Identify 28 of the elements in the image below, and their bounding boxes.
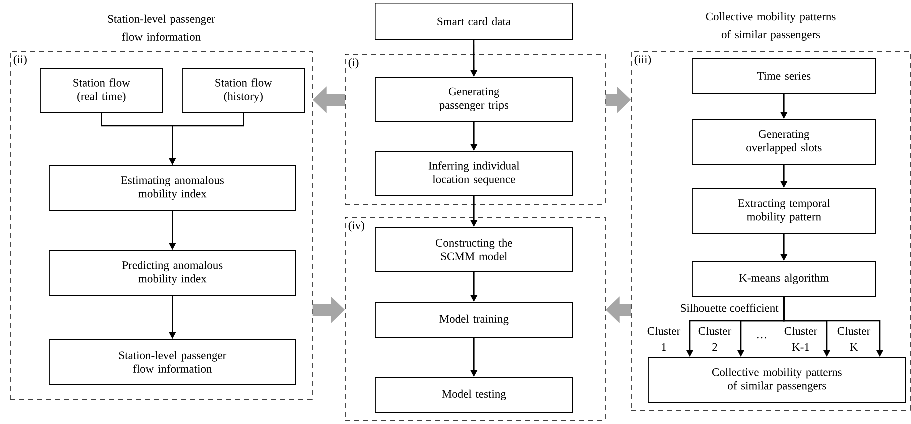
process-box: K-means algorithm: [692, 261, 876, 298]
process-box: Constructing the SCMM model: [375, 227, 574, 272]
edge-label: Cluster 1: [648, 327, 681, 351]
process-box: Generating passenger trips: [375, 77, 574, 122]
panel-heading: Station-level passenger flow information: [108, 14, 216, 41]
process-box: Model testing: [375, 377, 574, 414]
process-box: Smart card data: [375, 3, 573, 40]
process-box: Station-level passenger flow information: [49, 339, 296, 386]
panel-heading: Collective mobility patterns of similar passengers: [706, 12, 836, 41]
panel-tag: (iii): [634, 55, 652, 66]
process-box: Model training: [375, 302, 574, 338]
panel-tag: (i): [348, 58, 359, 69]
process-box: Generating overlapped slots: [692, 119, 876, 166]
process-box: Extracting temporal mobility pattern: [692, 188, 876, 234]
process-box: Estimating anomalous mobility index: [49, 165, 296, 212]
process-box: Collective mobility patterns of similar passengers: [648, 357, 906, 404]
edge-label: Cluster K: [838, 327, 871, 351]
process-box: Inferring individual location sequence: [375, 151, 574, 196]
edge-label: Cluster 2: [698, 327, 732, 351]
edge-label: Cluster K-1: [784, 327, 818, 351]
process-box: Time series: [692, 58, 876, 94]
ellipsis-label: …: [757, 337, 767, 339]
note-label: Silhouette coefficient: [681, 304, 779, 312]
process-box: Station flow (history): [182, 68, 306, 114]
process-box: Station flow (real time): [40, 68, 164, 114]
process-box: Predicting anomalous mobility index: [49, 250, 296, 296]
panel-tag: (ii): [14, 55, 27, 66]
panel-tag: (iv): [348, 221, 364, 232]
